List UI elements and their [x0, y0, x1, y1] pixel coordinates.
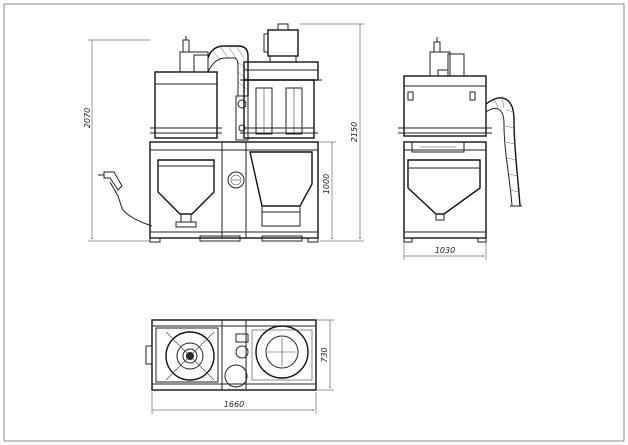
dim-text-730: 730	[320, 347, 329, 362]
right-filter-body	[243, 79, 315, 139]
pressure-gauge-icon	[227, 171, 245, 189]
side-base-frame	[403, 141, 487, 239]
fan-housing	[243, 61, 319, 81]
dim-text-2150: 2150	[350, 122, 359, 142]
plan-right-filter	[255, 325, 309, 379]
blast-hose	[109, 181, 153, 227]
dim-text-1030: 1030	[435, 246, 455, 255]
right-hopper	[249, 151, 313, 207]
dim-text-1660: 1660	[224, 400, 244, 409]
side-hose	[485, 97, 521, 207]
side-view	[398, 37, 522, 243]
left-hopper	[157, 159, 215, 215]
dim-plan-width: 1660	[151, 392, 317, 414]
fan-motor	[267, 29, 299, 57]
side-upper-body	[403, 75, 487, 137]
plan-left-cyclone	[165, 331, 215, 381]
dim-text-2070: 2070	[83, 108, 92, 128]
dim-front-height-lower: 1000	[318, 141, 336, 239]
front-base-frame	[149, 141, 319, 239]
duct-elbow	[207, 45, 249, 96]
dim-front-height-right: 2150	[300, 23, 364, 242]
front-view	[98, 23, 322, 243]
plan-view	[145, 319, 317, 391]
dim-text-1000: 1000	[322, 174, 331, 194]
dim-plan-depth: 730	[316, 319, 334, 391]
dim-side-width: 1030	[403, 242, 487, 260]
blast-gun	[103, 171, 123, 191]
plan-duct	[224, 364, 248, 388]
dim-front-height-overall: 2070	[83, 39, 150, 242]
sheet-border	[3, 3, 625, 442]
